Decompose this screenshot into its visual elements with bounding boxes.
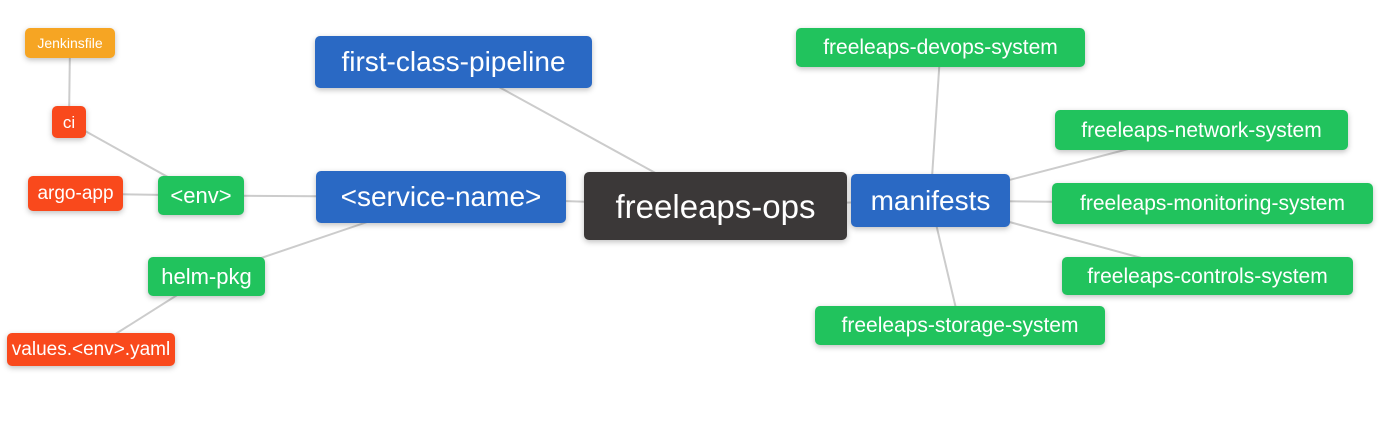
node-freeleaps-devops-system[interactable]: freeleaps-devops-system [796,28,1085,67]
node-env[interactable]: <env> [158,176,244,215]
node-service-name[interactable]: <service-name> [316,171,566,223]
node-freeleaps-network-system[interactable]: freeleaps-network-system [1055,110,1348,150]
node-jenkinsfile[interactable]: Jenkinsfile [25,28,115,58]
node-freeleaps-monitoring-system[interactable]: freeleaps-monitoring-system [1052,183,1373,224]
node-manifests[interactable]: manifests [851,174,1010,227]
node-ci[interactable]: ci [52,106,86,138]
node-values-env-yaml[interactable]: values.<env>.yaml [7,333,175,366]
node-freeleaps-storage-system[interactable]: freeleaps-storage-system [815,306,1105,345]
node-argo-app[interactable]: argo-app [28,176,123,211]
node-helm-pkg[interactable]: helm-pkg [148,257,265,296]
node-freeleaps-controls-system[interactable]: freeleaps-controls-system [1062,257,1353,295]
node-first-class-pipeline[interactable]: first-class-pipeline [315,36,592,88]
node-freeleaps-ops[interactable]: freeleaps-ops [584,172,847,240]
